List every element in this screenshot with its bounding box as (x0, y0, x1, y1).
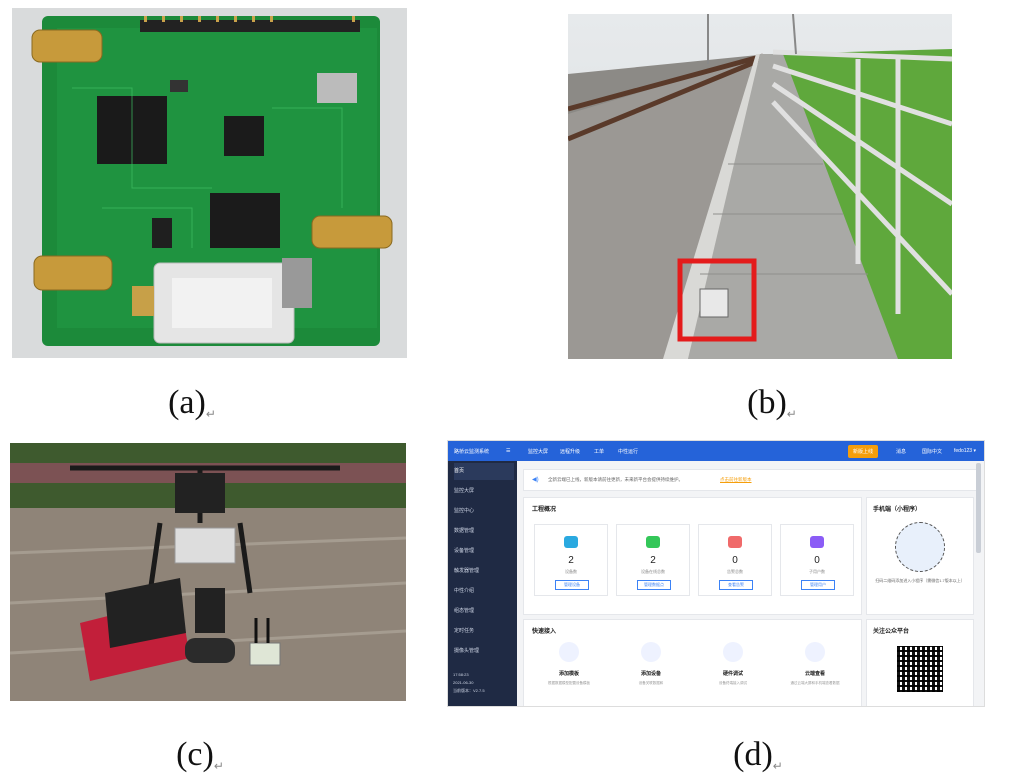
return-mark-icon: ↵ (205, 407, 216, 421)
sidebar-item[interactable]: 设备管理 (454, 548, 475, 554)
view-alarms-button[interactable]: 查看告警 (719, 580, 753, 590)
top-bar: 路桥云监测系统 ☰ 监控大屏 远程升级 工单 中性运行 新版上线 消息 国际中文… (448, 441, 984, 461)
mobile-desc: 扫码二维码添加进入小程序（需微信1.7版本以上） (875, 578, 965, 583)
overview-tile: 0 子用户数 管理用户 (780, 524, 854, 596)
overview-value: 0 (732, 555, 738, 566)
photo-drone-equipment (10, 443, 406, 701)
alarm-icon (728, 536, 742, 548)
sidebar-footer: 17:58:23 2021-06-30 当前版本：V2.7.5 (453, 671, 485, 695)
user-icon (810, 536, 824, 548)
quick-step-desc: 通过云端大屏和手机端查看数据 (790, 681, 840, 685)
overview-tile: 2 设备数 管理设备 (534, 524, 608, 596)
caption-a: (a)↵ (112, 384, 272, 422)
menu-toggle-icon[interactable]: ☰ (506, 448, 511, 454)
cloud-view-icon (805, 642, 825, 662)
debug-icon (723, 642, 743, 662)
quick-step-desc: 根据数据模型配置设备模板 (548, 681, 590, 685)
quick-step[interactable]: 添加模板 根据数据模型配置设备模板 (524, 638, 614, 706)
sidebar-item[interactable]: 首页 (454, 463, 514, 480)
quick-step[interactable]: 云端查看 通过云端大屏和手机端查看数据 (770, 638, 860, 706)
overview-label: 设备数 (565, 569, 577, 574)
speaker-icon: ◀) (532, 477, 539, 483)
return-mark-icon: ↵ (213, 759, 224, 773)
manage-devices-button[interactable]: 管理设备 (555, 580, 589, 590)
caption-b-text: (b) (747, 384, 787, 421)
quick-step-desc: 设备关联数据和 (638, 681, 664, 685)
dashboard-screenshot: 路桥云监测系统 ☰ 监控大屏 远程升级 工单 中性运行 新版上线 消息 国际中文… (447, 440, 985, 707)
mini-program-code (895, 522, 945, 572)
add-device-icon (641, 642, 661, 662)
quick-step-desc: 设备终端接入调试 (719, 681, 747, 685)
notice-text: 全新云端已上线，新版本请前往更新，未来新平台会提供持续维护。 (548, 477, 683, 482)
new-version-badge[interactable]: 新版上线 (848, 445, 879, 458)
sidebar-item[interactable]: 摄像头管理 (454, 648, 480, 654)
overview-label: 子用户数 (809, 569, 825, 574)
mobile-title: 手机端（小程序） (873, 507, 922, 513)
overview-value: 0 (814, 555, 820, 566)
overview-value: 2 (650, 555, 656, 566)
top-nav-item[interactable]: 远程升级 (560, 449, 581, 455)
notice-link[interactable]: 点击前往新版本 (720, 477, 752, 482)
overview-tile: 2 设备在线总数 管理数据点 (616, 524, 690, 596)
overview-card: 工程概况 2 设备数 管理设备 2 设备在线总数 管理数据点 0 告警总数 查看… (523, 497, 862, 615)
sidebar-item[interactable]: 触发器管理 (454, 568, 480, 574)
caption-a-text: (a) (168, 384, 206, 421)
manage-data-points-button[interactable]: 管理数据点 (637, 580, 671, 590)
follow-title: 关注公众平台 (873, 629, 910, 635)
caption-d-text: (d) (733, 736, 773, 773)
quick-step-name: 添加设备 (640, 671, 661, 677)
follow-card: 关注公众平台 (866, 619, 974, 706)
notice-bar: ◀) 全新云端已上线，新版本请前往更新，未来新平台会提供持续维护。 点击前往新版… (523, 469, 980, 491)
clock-time: 17:58:23 (453, 672, 469, 677)
sidebar: 首页 监控大屏 监控中心 数据管理 设备管理 触发器管理 中性介绍 组态管理 定… (448, 461, 517, 706)
return-mark-icon: ↵ (772, 759, 783, 773)
caption-c: (c)↵ (120, 736, 280, 774)
template-icon (559, 642, 579, 662)
quick-step-name: 添加模板 (558, 671, 579, 677)
sidebar-item[interactable]: 监控中心 (454, 508, 475, 514)
sidebar-item[interactable]: 数据管理 (454, 528, 475, 534)
top-right-item[interactable]: 国际中文 (922, 449, 943, 455)
overview-value: 2 (568, 555, 574, 566)
quick-step-name: 云端查看 (804, 671, 825, 677)
version-text: 当前版本：V2.7.5 (453, 688, 485, 693)
qr-code (897, 646, 943, 692)
overview-tile: 0 告警总数 查看告警 (698, 524, 772, 596)
manage-users-button[interactable]: 管理用户 (801, 580, 835, 590)
quick-access-title: 快速接入 (532, 629, 557, 635)
quick-step[interactable]: 添加设备 设备关联数据和 (606, 638, 696, 706)
scrollbar[interactable] (976, 463, 981, 553)
top-nav-item[interactable]: 工单 (594, 449, 605, 455)
top-right-item[interactable]: 消息 (896, 449, 907, 455)
overview-title: 工程概况 (532, 507, 557, 513)
caption-c-text: (c) (176, 736, 214, 773)
sidebar-item[interactable]: 监控大屏 (454, 488, 475, 494)
app-title: 路桥云监测系统 (454, 449, 490, 455)
top-nav-item[interactable]: 中性运行 (618, 449, 639, 455)
caption-b: (b)↵ (692, 384, 852, 422)
device-icon (564, 536, 578, 548)
sidebar-item[interactable]: 中性介绍 (454, 588, 475, 594)
photo-pcb-board (12, 8, 407, 358)
sidebar-item[interactable]: 组态管理 (454, 608, 475, 614)
data-point-icon (646, 536, 660, 548)
overview-label: 设备在线总数 (641, 569, 665, 574)
quick-step[interactable]: 硬件调试 设备终端接入调试 (688, 638, 778, 706)
user-menu[interactable]: fedo123 ▾ (954, 448, 976, 454)
caption-d: (d)↵ (678, 736, 838, 774)
overview-label: 告警总数 (727, 569, 743, 574)
quick-access-card: 快速接入 添加模板 根据数据模型配置设备模板 添加设备 设备关联数据和 硬件调试… (523, 619, 862, 706)
top-nav-item[interactable]: 监控大屏 (528, 449, 549, 455)
mobile-card: 手机端（小程序） 扫码二维码添加进入小程序（需微信1.7版本以上） (866, 497, 974, 615)
quick-step-name: 硬件调试 (722, 671, 743, 677)
photo-railway-track (568, 14, 952, 359)
clock-date: 2021-06-30 (453, 680, 474, 685)
sidebar-item[interactable]: 定时任务 (454, 628, 475, 634)
return-mark-icon: ↵ (786, 407, 797, 421)
